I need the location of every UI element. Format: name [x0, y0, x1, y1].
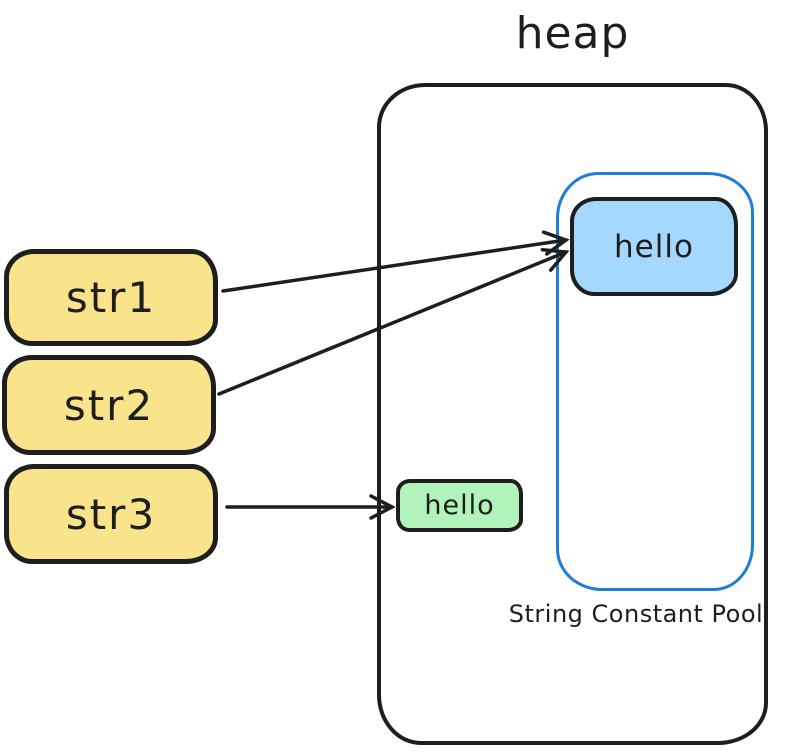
str2-box: str2 [2, 355, 216, 455]
heap-container [377, 83, 768, 745]
heap-title: heap [515, 8, 630, 59]
heap-hello-box: hello [396, 479, 523, 532]
pool-hello-label: hello [614, 228, 694, 265]
str3-label: str3 [65, 489, 157, 539]
str1-box: str1 [4, 249, 218, 346]
str3-box: str3 [4, 464, 218, 564]
string-constant-pool-label: String Constant Pool [508, 600, 764, 628]
str2-label: str2 [63, 380, 155, 430]
heap-hello-label: hello [424, 490, 495, 521]
str1-label: str1 [65, 273, 157, 322]
pool-hello-box: hello [570, 197, 738, 296]
